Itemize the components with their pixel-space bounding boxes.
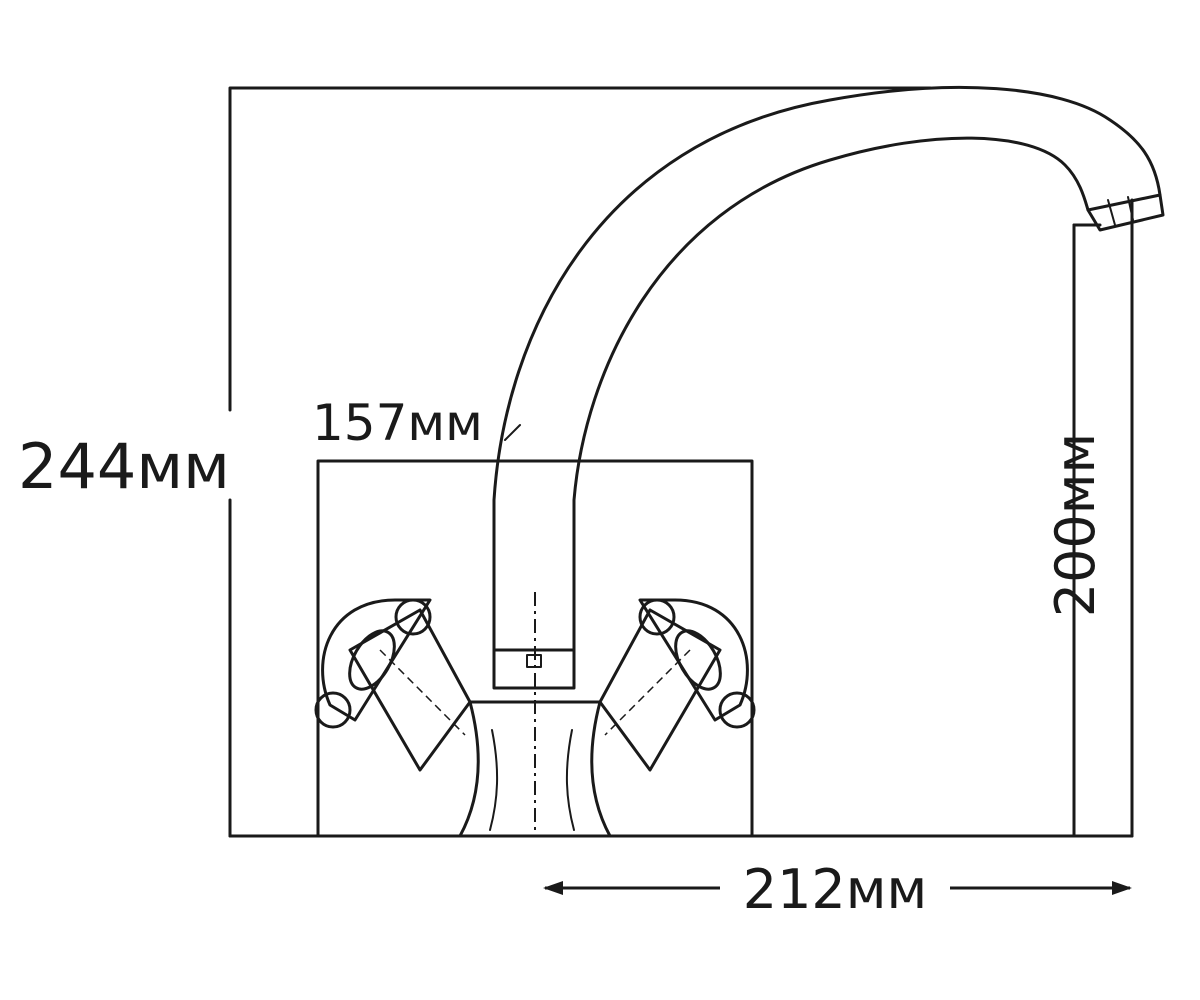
- left-handle-knob-top: [394, 598, 432, 636]
- left-valve-axis: [379, 649, 466, 736]
- left-valve-head: [321, 598, 432, 722]
- right-valve-window: [674, 629, 722, 691]
- mixer-body: [458, 700, 612, 838]
- right-valve-stem: [598, 608, 722, 772]
- spout-inner: [572, 136, 1090, 652]
- aerator-detail: [1107, 199, 1116, 226]
- left-valve-stem: [348, 608, 472, 772]
- base-width-leader: [504, 424, 521, 441]
- right-handle-knob-top: [638, 598, 676, 636]
- aerator-detail-2: [1127, 196, 1134, 221]
- left-handle-knob-bottom: [314, 691, 352, 729]
- spout-height-label: 200мм: [1044, 433, 1107, 618]
- body-curve-right: [565, 729, 575, 831]
- spout-aerator: [1086, 193, 1165, 232]
- right-valve-axis: [604, 649, 691, 736]
- right-valve-head: [638, 598, 749, 722]
- body-curve-left: [489, 729, 499, 831]
- inner-base-box: [316, 459, 754, 838]
- left-valve-window: [348, 629, 396, 691]
- outer-frame-line: [228, 86, 932, 412]
- spout-reach-label: 212мм: [743, 858, 928, 921]
- right-handle-knob-bottom: [718, 691, 756, 729]
- base-width-label: 157мм: [312, 394, 483, 452]
- spout-outer: [492, 85, 1162, 652]
- overall-height-label: 244мм: [18, 430, 230, 503]
